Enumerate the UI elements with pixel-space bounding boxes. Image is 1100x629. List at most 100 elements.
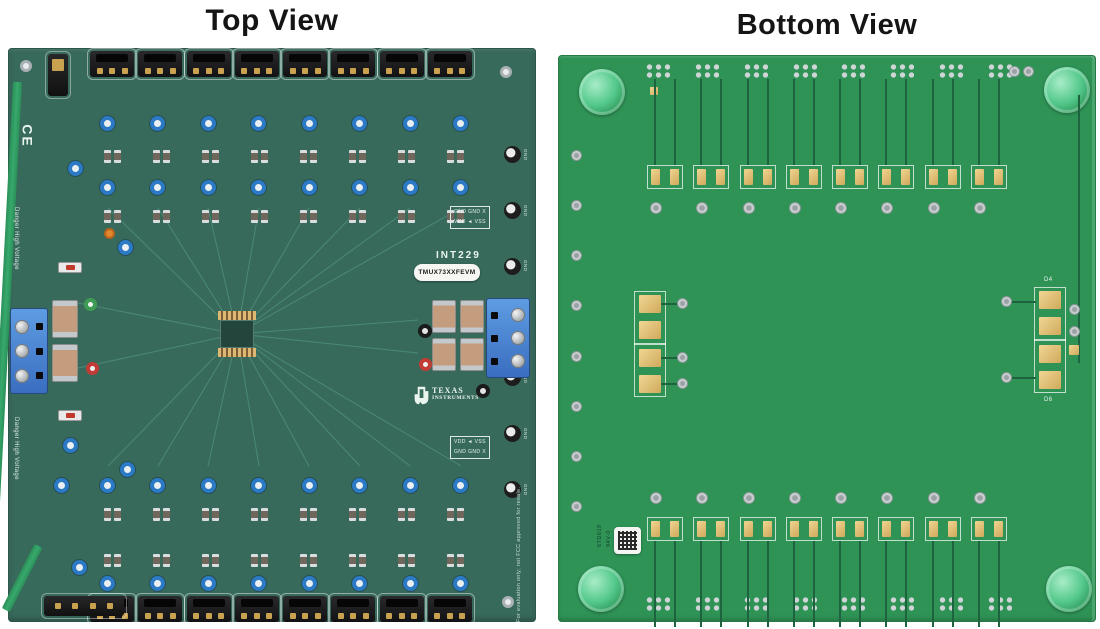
silkscreen-diagram-bottom: VDD ◄ VSS GND GND X [450,436,490,459]
component-footprint [690,483,734,627]
pad-cluster-row-top [644,63,1012,78]
resistor-pair [104,508,121,521]
terminal-screw [15,344,29,358]
jumper-header [231,48,282,80]
capacitor [432,338,456,371]
resistor-pair [398,554,415,567]
via-pad [572,151,581,160]
test-point-blue [100,180,115,195]
jumper-header [280,593,331,625]
resistor-row [104,150,464,163]
via-pad [572,451,581,461]
via-pad [678,299,687,308]
test-point-blue [352,576,368,591]
test-point-blue [200,116,216,131]
test-point-blue [100,576,115,591]
ce-mark: CE [19,124,36,148]
diode [58,262,82,273]
mounting-hole [20,60,32,72]
component-footprint [829,483,873,627]
jumper-header [424,48,475,80]
test-point-blue [402,576,418,591]
resistor-pair [153,554,170,567]
test-point-blue [54,478,69,493]
testpoint-row [100,478,468,493]
resistor-row [104,554,464,567]
test-point-red [86,362,99,375]
terminal-screw [511,308,525,322]
footprint-row-bottom [644,483,1012,627]
bottom-view-title: Bottom View [736,9,918,41]
test-point-blue [251,180,267,195]
solder-pad-cluster [937,596,964,611]
resistor-pair [398,150,415,163]
via-pad [678,353,687,362]
jumper-header [41,593,127,619]
silkscreen-int229: INT229 [436,250,481,261]
silkscreen-diagram-top: GND GND X VDD ◄ VSS [450,206,490,229]
terminal-screw [15,319,29,334]
testpoint-row [100,576,468,591]
diode-cluster-right: D4 D6 [998,277,1084,407]
via-pad [1002,373,1011,382]
resistor-pair [447,554,464,567]
resistor-pair [300,210,317,223]
test-point-blue [200,180,216,195]
solder-pad-cluster [644,63,670,78]
solder-pad [1069,345,1079,355]
test-point-blue [251,478,267,493]
rubber-foot [1044,67,1090,113]
resistor-pair [447,150,464,163]
test-point-blue [402,116,418,131]
jumper-header [328,48,379,80]
solder-pad-cluster [644,596,670,611]
jumper-row-bottom [87,593,475,625]
component-footprint [690,79,734,223]
resistor-pair [349,554,366,567]
gnd-test-point: GND [504,480,538,498]
rubber-foot [1046,566,1092,612]
via-pad [572,351,581,361]
component-footprint [968,79,1012,223]
test-point-blue [100,478,115,493]
testpoint-row [100,116,468,131]
test-point-blue [150,116,166,131]
board-id-silkscreen: 6TD619 94V-0 [597,524,612,547]
via-pad [572,401,581,411]
test-point-black [418,324,432,338]
resistor-pair [153,508,170,521]
resistor-pair [251,210,268,223]
test-point-blue [68,161,83,176]
d6-label: D6 [1044,397,1053,403]
test-point-blue [150,478,166,493]
resistor-pair [104,554,121,567]
ti-logo-text-2: INSTRUMENTS [432,395,479,401]
danger-high-voltage-text: Danger High Voltage [13,416,19,480]
test-point-blue [251,116,267,131]
test-point-blue [352,478,368,493]
test-point-blue [150,576,166,591]
test-point-black [476,384,490,398]
jumper-header [135,48,186,80]
terminal-screw [511,354,525,368]
solder-pad-cluster [790,63,817,78]
gnd-label: GND [523,204,528,217]
gnd-test-point: GND [504,425,538,443]
terminal-block-right [486,298,530,378]
test-point-blue [452,576,468,591]
test-point-blue [352,116,368,131]
test-point-blue [301,116,317,131]
test-point-blue [251,576,267,591]
resistor-row [104,210,464,223]
component-footprint [829,79,873,223]
resistor-pair [251,150,268,163]
test-point-blue [402,478,418,493]
test-point-blue [452,116,468,131]
gnd-label: GND [523,427,528,440]
danger-high-voltage-text: Danger High Voltage [13,206,19,270]
resistor-pair [251,508,268,521]
qr-code-sticker [614,527,641,554]
jumper-header [328,593,379,625]
part-number-text: TMUX73XXFEVM [418,269,476,276]
test-point-black [504,257,521,275]
